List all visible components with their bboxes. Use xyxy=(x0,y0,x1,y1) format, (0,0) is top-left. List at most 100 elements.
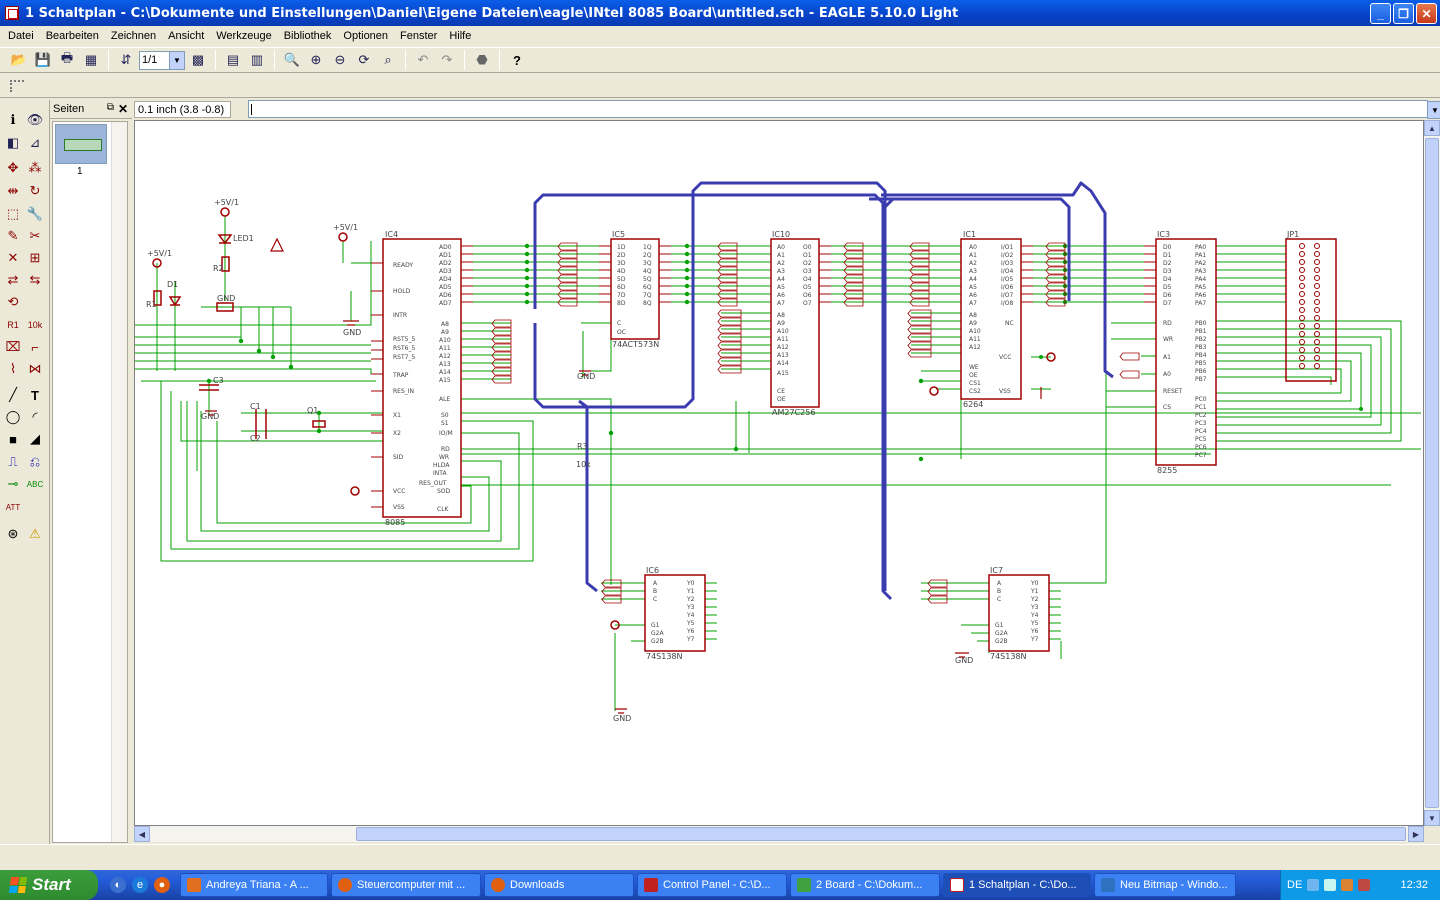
script-icon[interactable]: ▤ xyxy=(226,52,240,67)
rotate-icon[interactable]: ↻ xyxy=(29,183,41,198)
erc-warning-icon[interactable]: ⚠ xyxy=(29,526,41,541)
cam-icon[interactable]: ▦ xyxy=(84,52,98,67)
menu-fenster[interactable]: Fenster xyxy=(400,30,438,42)
scroll-left-icon[interactable]: ◀ xyxy=(134,826,150,842)
desktop-icon[interactable]: ◐ xyxy=(110,877,126,893)
menu-ansicht[interactable]: Ansicht xyxy=(168,30,205,42)
group-icon[interactable]: ⬚ xyxy=(6,206,20,221)
canvas-vertical-scrollbar[interactable]: ▲ ▼ xyxy=(1424,120,1440,826)
errc-icon[interactable]: ⊛ xyxy=(7,526,19,541)
chevron-down-icon[interactable]: ▼ xyxy=(169,51,184,69)
scroll-up-icon[interactable]: ▲ xyxy=(1424,120,1440,136)
board-switch-icon[interactable]: ▩ xyxy=(191,52,205,67)
ulp-icon[interactable]: ▥ xyxy=(250,52,264,67)
taskbar-item[interactable]: 2 Board - C:\Dokum... xyxy=(790,873,940,897)
polygon-icon[interactable]: ◢ xyxy=(30,431,40,446)
miter-icon[interactable]: ⌐ xyxy=(31,339,39,355)
pinswap-icon[interactable]: ⇄ xyxy=(7,272,19,287)
eagle-app-icon[interactable] xyxy=(5,6,19,20)
undo-icon[interactable]: ↶ xyxy=(417,52,429,67)
sheet-icon[interactable]: ⇵ xyxy=(120,52,132,67)
show-icon[interactable]: 👁 xyxy=(26,112,44,127)
add-icon[interactable]: ⊞ xyxy=(29,250,41,265)
taskbar-item[interactable]: Downloads xyxy=(484,873,634,897)
open-icon[interactable]: 📂 xyxy=(10,52,28,67)
scroll-right-icon[interactable]: ▶ xyxy=(1408,826,1424,842)
taskbar-item-active[interactable]: 1 Schaltplan - C:\Do... xyxy=(943,873,1091,897)
restore-button[interactable]: ❐ xyxy=(1393,3,1414,24)
attribute-icon[interactable]: ATT xyxy=(5,502,21,512)
display-icon[interactable]: ◧ xyxy=(6,135,20,150)
circle-icon[interactable]: ◯ xyxy=(5,409,21,424)
text-icon[interactable]: T xyxy=(31,387,39,403)
toolbar-grip[interactable] xyxy=(10,80,24,92)
scroll-down-icon[interactable]: ▼ xyxy=(1424,810,1440,826)
print-icon[interactable]: 🖶 xyxy=(60,50,74,65)
scroll-thumb[interactable] xyxy=(1425,138,1439,808)
name-icon[interactable]: R1 xyxy=(7,320,19,330)
arc-icon[interactable]: ◜ xyxy=(32,409,38,424)
menu-werkzeuge[interactable]: Werkzeuge xyxy=(216,30,272,42)
menu-bibliothek[interactable]: Bibliothek xyxy=(283,30,332,42)
taskbar-item[interactable]: Steuercomputer mit ... xyxy=(331,873,481,897)
menu-zeichnen[interactable]: Zeichnen xyxy=(110,30,157,42)
scroll-thumb[interactable] xyxy=(356,827,1406,841)
bus-icon[interactable]: ⎍ xyxy=(8,454,18,469)
pages-scrollbar[interactable] xyxy=(111,122,127,842)
ie-icon[interactable]: e xyxy=(132,877,148,893)
zoom-fit-icon[interactable]: 🔍 xyxy=(283,52,301,67)
taskbar-item[interactable]: Neu Bitmap - Windo... xyxy=(1094,873,1236,897)
vlc-tray-icon[interactable] xyxy=(1341,879,1354,891)
stop-icon[interactable]: ⬣ xyxy=(476,52,488,67)
zoom-out-icon[interactable]: ⊖ xyxy=(334,52,346,67)
info-icon[interactable]: ℹ xyxy=(10,112,16,127)
tray-arrow-icon[interactable] xyxy=(1307,879,1320,891)
taskbar-item[interactable]: Andreya Triana - A ... xyxy=(180,873,328,897)
language-indicator[interactable]: DE xyxy=(1287,879,1303,891)
schematic-drawing[interactable]: IC4 8085 IC5 74ACT573N IC10 AM27C256 IC1… xyxy=(135,121,1424,826)
menu-hilfe[interactable]: Hilfe xyxy=(449,30,472,42)
replace-icon[interactable]: ⟲ xyxy=(7,294,19,309)
network-icon[interactable] xyxy=(1324,879,1337,891)
minimize-button[interactable]: _ xyxy=(1370,3,1391,24)
zoom-select-icon[interactable]: ⌕ xyxy=(384,52,392,67)
label-icon[interactable]: ABC xyxy=(26,479,44,489)
rect-icon[interactable]: ■ xyxy=(9,431,17,447)
menu-datei[interactable]: Datei xyxy=(8,30,34,42)
move-icon[interactable]: ✥ xyxy=(7,160,19,175)
mirror-icon[interactable]: ⇹ xyxy=(7,183,19,198)
start-button[interactable]: Start xyxy=(0,870,98,900)
junction-icon[interactable]: ⊸ xyxy=(7,476,19,491)
chevron-down-icon[interactable]: ▼ xyxy=(1427,101,1440,119)
schematic-canvas[interactable]: IC4 8085 IC5 74ACT573N IC10 AM27C256 IC1… xyxy=(134,120,1424,826)
sheet-select[interactable]: 1/1 ▼ xyxy=(139,50,185,70)
zoom-in-icon[interactable]: ⊕ xyxy=(310,52,322,67)
net-icon[interactable]: ⎌ xyxy=(29,454,41,469)
value-icon[interactable]: 10k xyxy=(27,320,43,330)
paste-icon[interactable]: ✎ xyxy=(7,228,19,243)
redo-icon[interactable]: ↷ xyxy=(441,52,453,67)
smash-icon[interactable]: ⌧ xyxy=(5,339,21,354)
redraw-icon[interactable]: ⟳ xyxy=(358,52,370,67)
taskbar-item[interactable]: Control Panel - C:\D... xyxy=(637,873,787,897)
menu-optionen[interactable]: Optionen xyxy=(343,30,389,42)
split-icon[interactable]: ⌇ xyxy=(9,361,17,376)
canvas-horizontal-scrollbar[interactable]: ◀ ▶ xyxy=(134,826,1424,842)
mark-icon[interactable]: ⊿ xyxy=(29,135,41,150)
float-icon[interactable]: ⧉ xyxy=(106,102,114,113)
wire-icon[interactable]: ╱ xyxy=(9,387,17,402)
page-thumbnail[interactable] xyxy=(55,124,107,164)
firefox-icon[interactable]: ● xyxy=(154,877,170,893)
change-icon[interactable]: 🔧 xyxy=(26,206,44,221)
menu-bearbeiten[interactable]: Bearbeiten xyxy=(45,30,99,42)
help-icon[interactable]: ? xyxy=(513,52,521,68)
command-line-input[interactable]: ▼ xyxy=(248,100,1440,119)
invoke-icon[interactable]: ⋈ xyxy=(28,361,42,376)
gateswap-icon[interactable]: ⇆ xyxy=(29,272,41,287)
cut-icon[interactable]: ✂ xyxy=(29,228,41,243)
close-button[interactable]: ✕ xyxy=(1416,3,1437,24)
copy-icon[interactable]: ⁂ xyxy=(28,160,42,175)
close-icon[interactable]: ✕ xyxy=(117,102,128,116)
save-icon[interactable]: 💾 xyxy=(34,52,52,67)
security-icon[interactable] xyxy=(1358,879,1371,891)
